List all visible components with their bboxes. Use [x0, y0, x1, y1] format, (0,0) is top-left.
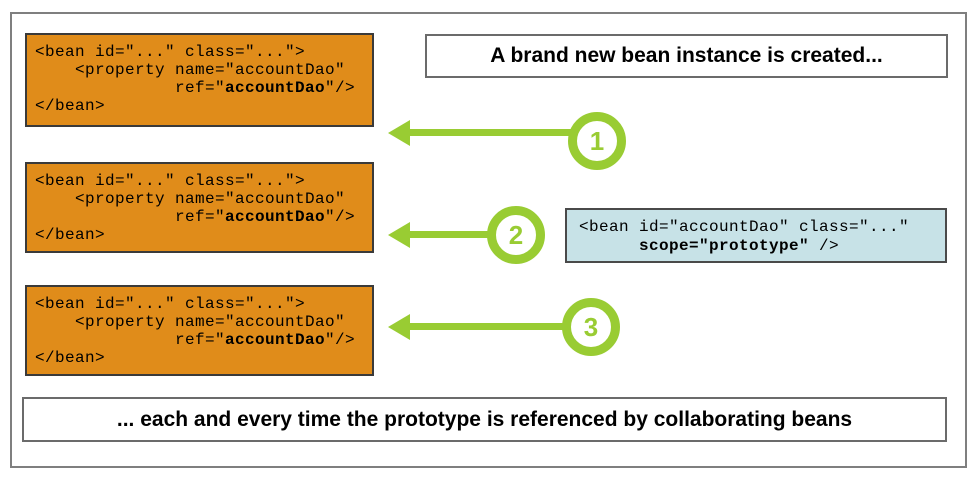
caption-top-label: A brand new bean instance is created...	[490, 44, 883, 67]
collaborator-bean-box-3: <bean id="..." class="..."> <property na…	[25, 285, 374, 376]
arrow-line-3	[406, 323, 566, 330]
step-circle-2: 2	[487, 206, 545, 264]
collaborator-bean-box-2: <bean id="..." class="..."> <property na…	[25, 162, 374, 253]
arrow-left-icon	[388, 314, 410, 340]
step-circle-1: 1	[568, 112, 626, 170]
step-number-2: 2	[508, 219, 524, 250]
step-number-1: 1	[589, 125, 605, 156]
arrow-line-2	[406, 231, 492, 238]
prototype-bean-box: <bean id="accountDao" class="..." scope=…	[565, 208, 947, 263]
caption-bottom: ... each and every time the prototype is…	[22, 397, 947, 442]
step-number-3: 3	[583, 311, 599, 342]
step-circle-3: 3	[562, 298, 620, 356]
collaborator-bean-box-1: <bean id="..." class="..."> <property na…	[25, 33, 374, 127]
caption-top: A brand new bean instance is created...	[425, 34, 948, 78]
arrow-left-icon	[388, 120, 410, 146]
arrow-left-icon	[388, 222, 410, 248]
caption-bottom-label: ... each and every time the prototype is…	[116, 407, 853, 431]
arrow-line-1	[406, 129, 572, 136]
